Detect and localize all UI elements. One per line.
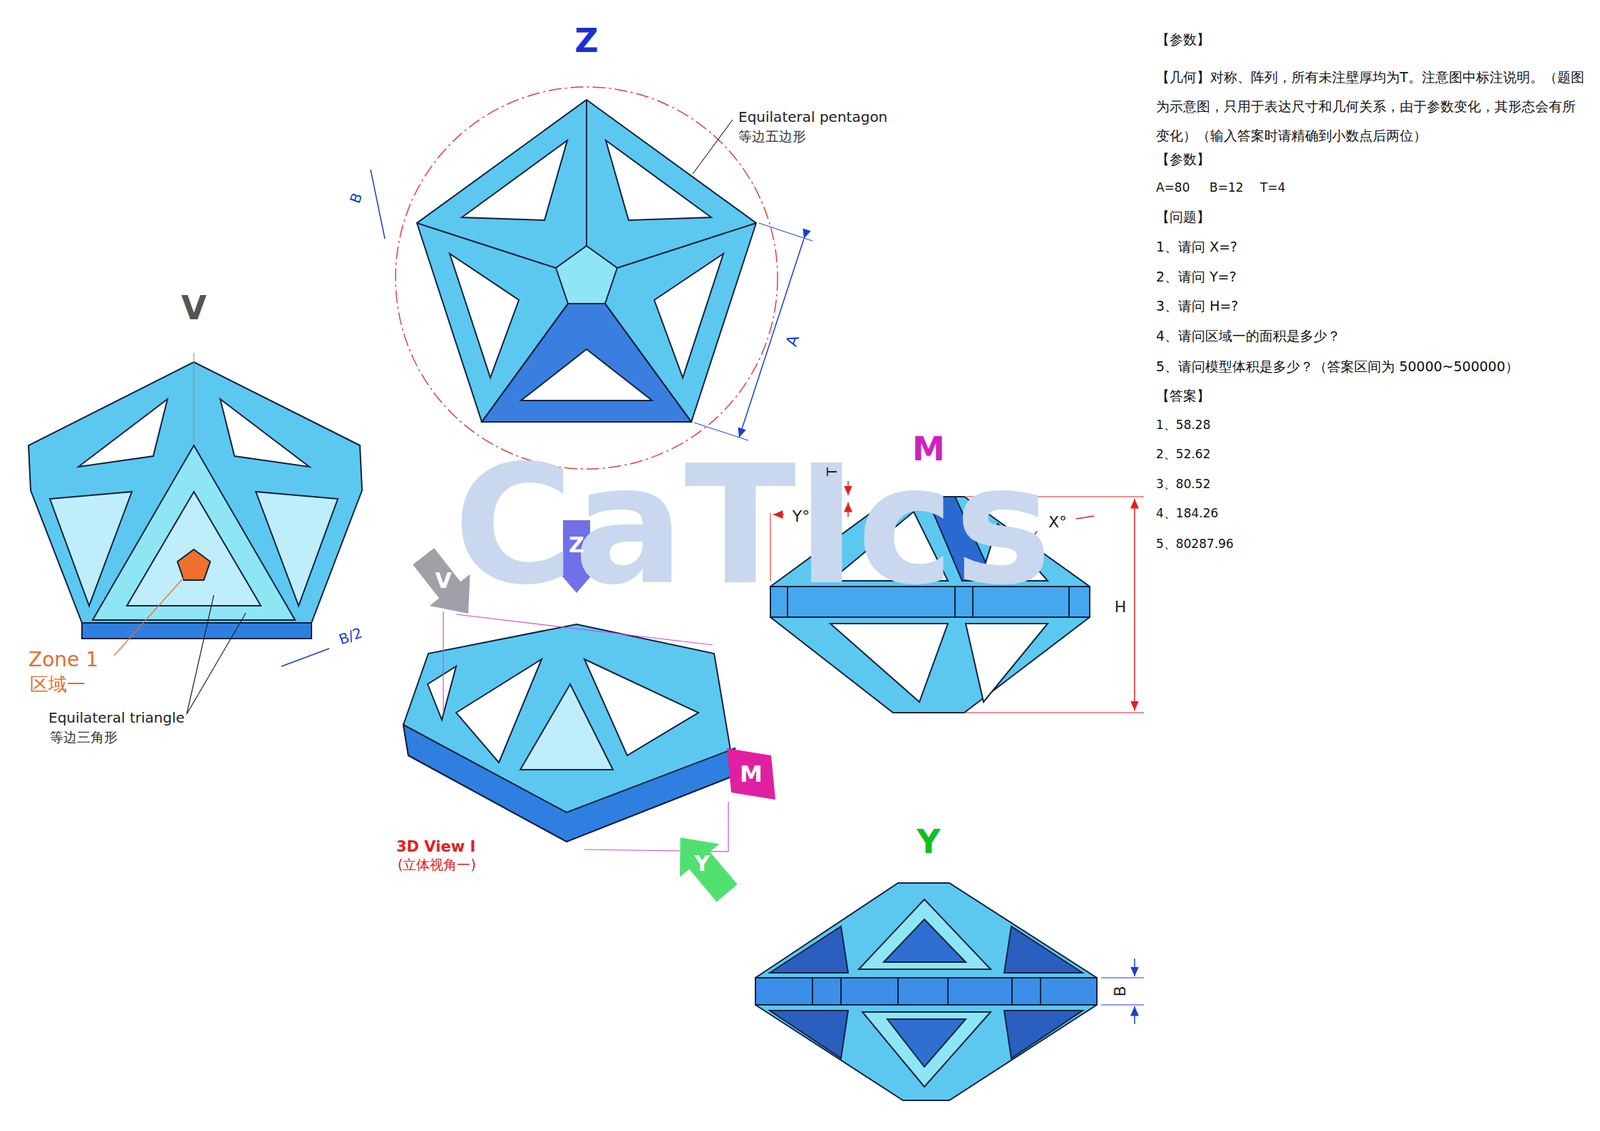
arrow-label: Z xyxy=(568,533,585,559)
question-text: 1、请问 X=? xyxy=(1155,239,1238,256)
arrow-label: M xyxy=(739,761,763,788)
answer-text: 3、80.52 xyxy=(1155,477,1211,492)
parameter-value: T=4 xyxy=(1260,181,1285,196)
callout-text: 等边五边形 xyxy=(738,128,807,145)
question-text: 3、请问 H=? xyxy=(1155,298,1238,315)
dimension-label: Y° xyxy=(792,507,810,526)
callout-text: Zone 1 xyxy=(28,648,99,672)
dimension-label: B/2 xyxy=(336,625,365,649)
note-text: 【参数】 xyxy=(1155,151,1211,168)
question-text: 4、请问区域一的面积是多少？ xyxy=(1155,328,1341,345)
callout-text: Equilateral pentagon xyxy=(738,109,888,126)
note-text: 【几何】对称、阵列，所有未注壁厚均为T。注意图中标注说明。（题图为示意图，只用于… xyxy=(1155,62,1588,151)
callout-text: Equilateral triangle xyxy=(48,709,185,727)
arrow-label: Y xyxy=(694,851,710,877)
answer-text: 1、58.28 xyxy=(1155,418,1211,433)
view-label: Y xyxy=(916,823,941,861)
dimension-label: X° xyxy=(1048,513,1067,531)
view-label: Z xyxy=(574,22,598,60)
bottom-view xyxy=(755,883,1144,1101)
view-title: (立体视角一) xyxy=(397,857,477,874)
note-text: 【答案】 xyxy=(1155,388,1211,405)
parameter-value: A=80 xyxy=(1155,181,1191,196)
dimension-label: T xyxy=(823,467,841,477)
view-label: V xyxy=(181,289,207,328)
callout-text: 区域一 xyxy=(29,674,86,696)
question-text: 5、请问模型体积是多少？（答案区间为 50000~500000） xyxy=(1155,359,1519,375)
note-text: 【参数】 xyxy=(1155,32,1211,48)
front-view xyxy=(28,352,363,715)
view-label: M xyxy=(912,430,946,469)
dimension-label: H xyxy=(1114,597,1127,616)
view-title: 3D View I xyxy=(396,838,476,856)
parameter-value: B=12 xyxy=(1209,181,1244,196)
answer-text: 5、80287.96 xyxy=(1155,537,1234,552)
dimension-label: A xyxy=(782,332,804,349)
dimension-label: B xyxy=(347,191,366,206)
note-text: 【问题】 xyxy=(1155,209,1211,226)
callout-text: 等边三角形 xyxy=(49,729,118,746)
dimension-label: B xyxy=(1111,985,1129,997)
answer-text: 4、184.26 xyxy=(1155,506,1218,521)
answer-text: 2、52.62 xyxy=(1155,447,1211,462)
question-text: 2、请问 Y=? xyxy=(1155,269,1237,286)
arrow-label: V xyxy=(434,568,452,594)
watermark: CaTIcs xyxy=(453,431,1052,621)
top-view xyxy=(370,86,813,469)
